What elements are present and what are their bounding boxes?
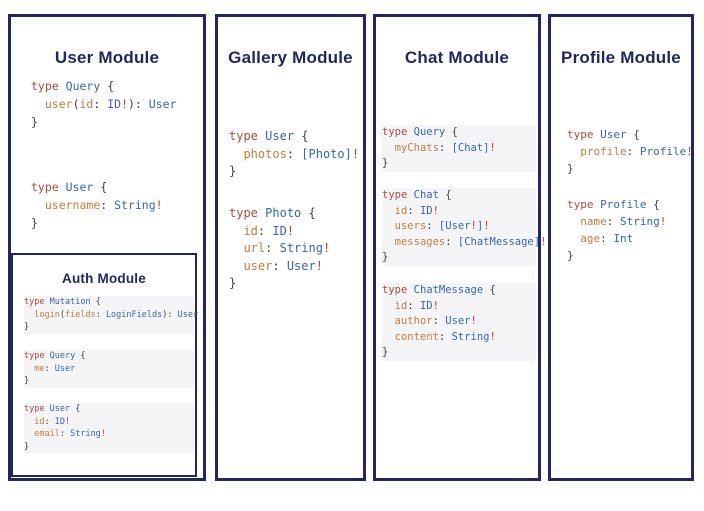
auth-code-mutation: type Mutation { login(fields: LoginField…: [24, 296, 199, 334]
chat-module-title: Chat Module: [404, 48, 510, 67]
gallery-code-photo-type: type Photo { id: ID! url: String! user: …: [229, 206, 331, 290]
gallery-module-box: Gallery Module: [215, 14, 366, 481]
gallery-module-title: Gallery Module: [228, 48, 353, 67]
chat-code-chat-type: type Chat { id: ID! users: [User!]! mess…: [382, 188, 546, 266]
chat-code-query: type Query { myChats: [Chat]!}: [382, 125, 536, 172]
auth-code-user-type: type User { id: ID! email: String!}: [24, 403, 194, 453]
profile-module-title: Profile Module: [561, 48, 681, 67]
profile-code-profile-type: type Profile { name: String! age: Int}: [567, 198, 667, 262]
profile-module-box: Profile Module: [548, 14, 694, 481]
profile-code-user-type: type User { profile: Profile!}: [567, 128, 693, 175]
chat-code-chatmessage-type: type ChatMessage { id: ID! author: User!…: [382, 283, 536, 361]
auth-module-title: Auth Module: [62, 271, 146, 286]
auth-module-box: Auth Module: [11, 253, 197, 477]
user-module-title: User Module: [54, 48, 160, 67]
gallery-code-user-type: type User { photos: [Photo]!}: [229, 129, 360, 178]
user-code-user-type: type User { username: String!}: [31, 180, 163, 230]
auth-code-query: type Query { me: User}: [24, 350, 194, 388]
user-code-query: type Query { user(id: ID!): User}: [31, 79, 177, 129]
